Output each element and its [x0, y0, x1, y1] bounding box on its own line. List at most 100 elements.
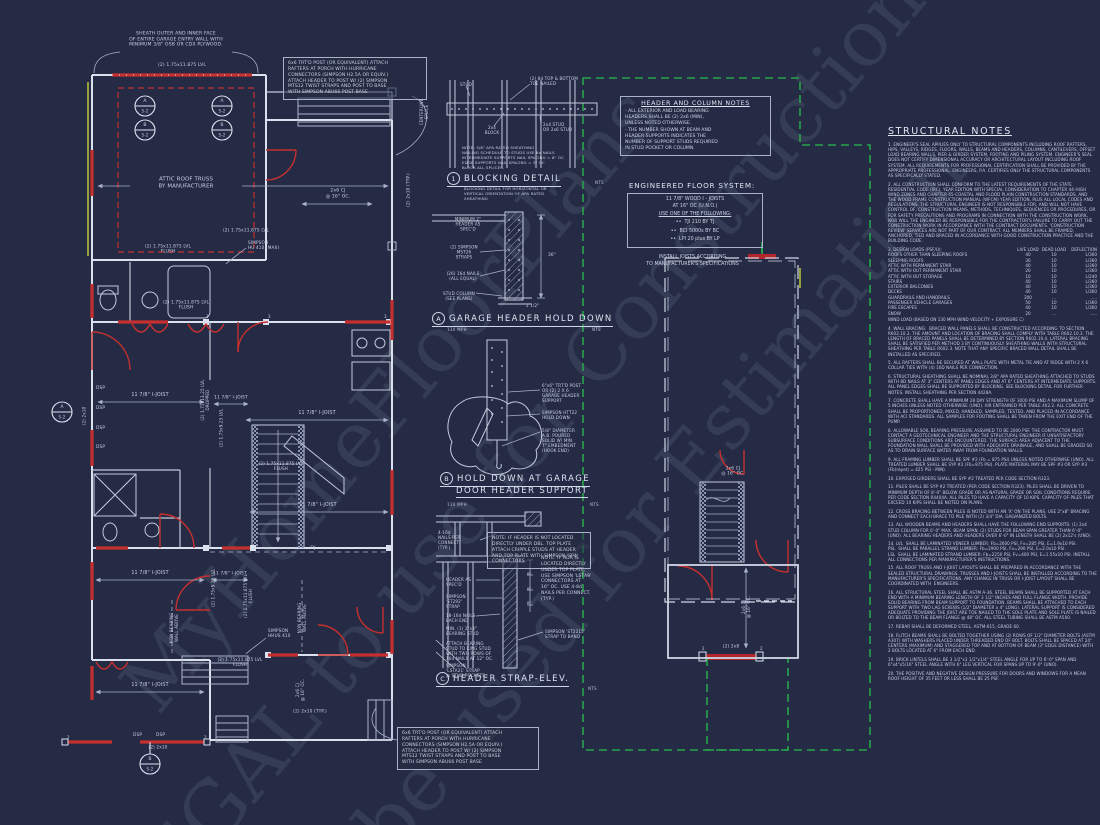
hold-down-detail-drawing [447, 339, 543, 475]
plan-label: BLOCKING DETAIL FOR HORIZONTAL OR VERTIC… [464, 186, 547, 201]
floor-system-option: •• LPI 20 plus BY LP [670, 236, 720, 242]
plan-label: (2) 2x10 (TYP.) [406, 173, 412, 207]
plan-label: S-2 [141, 132, 149, 138]
structural-note: 8. ALLOWABLE SOIL BEARING PRESSURE ASSUM… [888, 427, 1094, 454]
plan-label: (2) 2x8 [722, 644, 740, 650]
structural-note: 10. EXPOSED GIRDERS SHALL BE SYP #2 TREA… [888, 475, 1051, 481]
structural-note: 20. THE POSITIVE AND NEGATIVE DESIGN PRE… [888, 670, 1088, 681]
plan-label: 2 [67, 735, 70, 740]
structural-note: 17. REBAR SHALL BE DEFORMED STEEL, ASTM-… [888, 624, 1021, 629]
structural-note: 18. FLITCH BEAMS SHALL BE BOLTED TOGETHE… [888, 632, 1097, 654]
detail-scale: NTS [592, 327, 601, 332]
door-swings [91, 149, 789, 670]
plan-label: (2) 1.75x11.25 LVL DROPPED [199, 379, 210, 421]
detail-letter-icon: C [436, 672, 449, 685]
plan-label: (2) 1.75x11.875 LVL [157, 63, 207, 69]
sheath-note: SHEATH OUTER AND INNER FACE OF ENTIRE GA… [129, 31, 223, 48]
plan-label: DSP [96, 426, 106, 431]
floor-system-option: •• TJI 210 BY TJ [675, 220, 715, 226]
plan-label: DSP [96, 445, 106, 450]
plan-label: 11 7/8" I-JOIST [214, 395, 248, 401]
plan-label: (2) 2x10 (TYP.) [293, 709, 327, 715]
section-markers [51, 95, 233, 775]
plan-label: ATTACH BEARING STUD TO KING STUD WITH TW… [446, 641, 494, 662]
plan-label: 5/8" DIAMETER A.B. POURED SOLID W/ MIN. … [542, 428, 576, 454]
detail-scale: NTS [590, 502, 599, 507]
plan-label: 2x6 CJ @ 16" OC. [294, 678, 305, 702]
plan-label: SIMPSON HU 410 (MAX) [248, 240, 280, 251]
plan-label: (2) SIMPSON MST26 STRAPS [450, 244, 478, 260]
garage-header-detail-title: A GARAGE HEADER HOLD DOWN [432, 312, 613, 327]
detail-title-text: HOLD DOWN AT GARAGE [457, 473, 590, 484]
engineered-floor-install-note: INSTALL JOISTS ACCORDING TO MANUFACTURER… [646, 255, 739, 267]
blocking-detail-drawing [446, 80, 598, 168]
plan-label: NON BEARING WALL ABOVE [168, 612, 179, 644]
plan-label: (2) 1.75x11.875 LVL FLUSH [242, 573, 253, 619]
plan-label: 3 [384, 314, 387, 319]
structural-notes-body: 1. ENGINEER'S SEAL APPLIES ONLY TO STRUC… [888, 142, 1097, 681]
garage-header-detail-drawing [432, 211, 545, 305]
detail-scale: NTS [595, 180, 604, 185]
detail-scale: NTS [588, 686, 597, 691]
main-stairs [251, 424, 305, 549]
header-column-notes-body: - ALL EXTERIOR AND LOAD BEARING HEADERS … [625, 109, 718, 152]
detail-letter-icon: B [440, 472, 453, 485]
plan-label: B [148, 757, 152, 763]
plan-label: NON BEARING WALL ABOVE [296, 602, 307, 634]
plan-label: A [60, 405, 64, 411]
plan-label: 36" [548, 253, 556, 258]
structural-note: 5. ALL RAFTERS SHALL BE SECURED AT WALL … [888, 360, 1090, 371]
plan-label: S-2 [58, 414, 66, 420]
deck-boards [181, 87, 397, 743]
plan-label: DSP [156, 733, 166, 738]
detail-letter-icon: A [432, 312, 445, 325]
plan-label: CENTERLINE SPLICE [419, 98, 429, 126]
plan-label: 11 7/8" I-JOIST [131, 571, 169, 577]
plan-label: 11 7/8" I-JOIST [131, 393, 169, 399]
plan-label: 18-16d NAILS EACH END [446, 613, 476, 624]
plan-label: HEADER AS SPEC'D [446, 577, 472, 588]
wind-rating: 130 MPH [447, 327, 467, 332]
plan-label: SIMPSON HHUS 410 [268, 628, 291, 639]
header-strap-detail-title: C HEADER STRAP-ELEV. [436, 672, 570, 687]
wind-rating: 130 MPH [447, 502, 467, 507]
plan-label: 8" [527, 571, 532, 576]
plan-label: DSP [133, 733, 143, 738]
structural-notes-title: STRUCTURAL NOTES [888, 126, 1012, 137]
plan-label: 4-16d NAILS PER CONNECT. (TYP.) [438, 530, 461, 551]
fixtures [93, 265, 391, 542]
hold-down-detail-title-line2: DOOR HEADER SUPPORT [456, 486, 589, 498]
strap-note-1: NOTE: IF HEADER IS NOT LOCATED DIRECTLY … [487, 532, 591, 570]
red-headers [64, 73, 394, 744]
plan-label: (2) 1.75x11.875 LVL [222, 228, 270, 234]
structural-note: 9. ALL FRAMING LUMBER SHALL BE SPF #2 (F… [888, 456, 1096, 473]
plan-label: 8" [527, 586, 532, 591]
plan-label: 2 [702, 646, 705, 651]
structural-note: 11. PILES SHALL BE SYP #2 TREATED (PER C… [888, 484, 1096, 505]
right-plan-stairs [699, 481, 745, 563]
plan-label: B [143, 123, 147, 129]
plan-label: (2) 2x10 [81, 406, 87, 426]
plan-label: MIN. (1) 2"x4" BEARING STUD [446, 626, 479, 637]
plan-label: (2) 1.75x9.25 LVL [218, 408, 224, 448]
plan-label: 2x6 CJ @ 16" OC. [740, 595, 751, 619]
plan-label: (2) 1.75x11.875 LVL FLUSH [217, 656, 263, 667]
structural-note: 2. ALL CONSTRUCTION SHALL CONFORM TO THE… [888, 181, 1097, 244]
structural-note: 6. STRUCTURAL SHEATHING SHALL BE NOMINAL… [888, 374, 1098, 395]
plan-label: 11 7/8" I-JOIST [298, 411, 336, 417]
plan-label: 2 [204, 735, 207, 740]
structural-note: 14. LVL SHALL BE LAMINATED VENEER LUMBER… [888, 541, 1091, 562]
post-note-top: 6x6 TRT'D POST (OR EQUIVALENT) ATTACH RA… [283, 57, 427, 101]
plan-label: (2) 1.75x9.25 LVL [210, 568, 216, 608]
plan-label: A [143, 99, 147, 105]
plan-label: S-2 [141, 108, 149, 114]
